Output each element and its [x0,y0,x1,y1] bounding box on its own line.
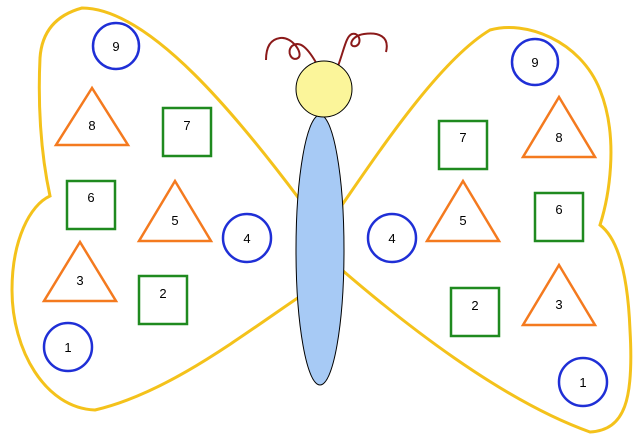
svg-text:4: 4 [388,231,395,246]
left-square-6: 6 [65,179,117,231]
right-square-2: 2 [449,286,501,338]
butterfly-body [295,114,345,386]
right-circle-1: 1 [557,356,609,408]
svg-text:9: 9 [531,55,538,70]
left-triangle-5: 5 [136,178,214,243]
left-triangle-3: 3 [41,239,119,303]
svg-text:6: 6 [555,202,562,217]
right-circle-9: 9 [510,37,560,87]
svg-text:3: 3 [555,297,562,312]
svg-text:1: 1 [64,340,71,355]
svg-text:2: 2 [159,286,166,301]
butterfly-head [295,60,353,118]
svg-text:5: 5 [171,213,178,228]
svg-text:8: 8 [555,130,562,145]
svg-text:2: 2 [471,298,478,313]
svg-text:8: 8 [88,118,95,133]
left-circle-1: 1 [42,321,94,373]
svg-text:7: 7 [183,118,190,133]
right-triangle-8: 8 [520,94,598,159]
svg-text:9: 9 [112,39,119,54]
right-square-6: 6 [533,191,585,243]
left-square-2: 2 [137,274,189,326]
svg-text:5: 5 [459,213,466,228]
left-triangle-8: 8 [53,85,131,147]
left-circle-9: 9 [91,21,141,71]
svg-text:7: 7 [459,130,466,145]
right-antenna [337,32,388,67]
svg-text:1: 1 [579,375,586,390]
svg-text:4: 4 [243,231,250,246]
right-circle-4: 4 [366,212,418,264]
left-square-7: 7 [161,106,213,158]
right-triangle-5: 5 [424,178,502,243]
left-wing-outline [10,6,343,412]
right-triangle-3: 3 [520,262,598,327]
left-circle-4: 4 [221,212,273,264]
svg-text:3: 3 [76,273,83,288]
svg-text:6: 6 [87,190,94,205]
right-wing-outline [340,26,633,434]
right-square-7: 7 [437,119,489,171]
left-antenna [265,36,319,67]
